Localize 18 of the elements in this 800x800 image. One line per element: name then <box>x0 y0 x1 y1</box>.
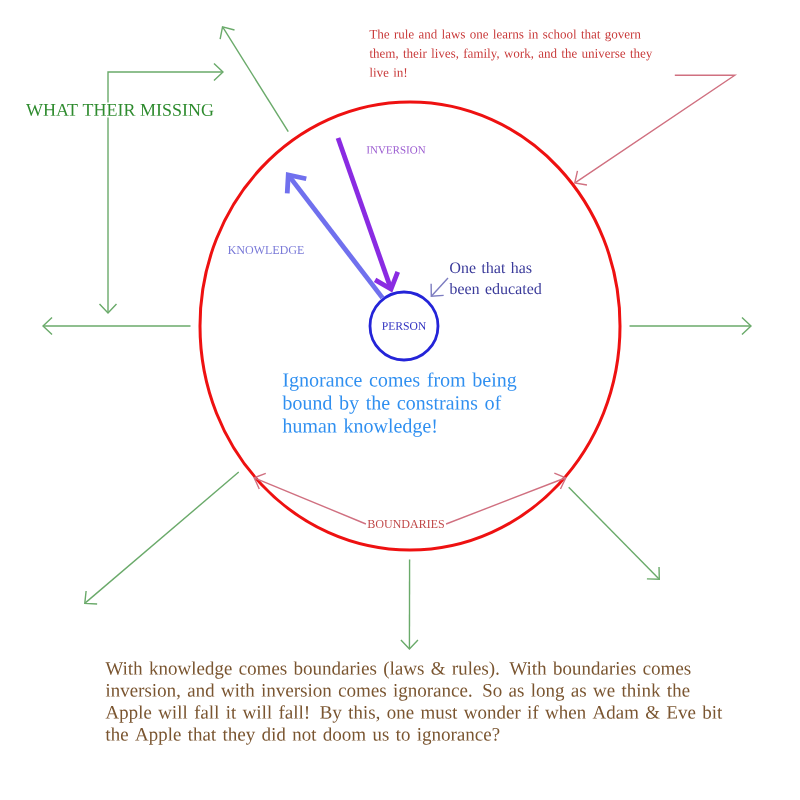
leader-arrow <box>573 74 738 186</box>
arrow <box>628 316 752 336</box>
leader-arrow <box>430 277 449 297</box>
arrow <box>98 116 118 314</box>
arrow <box>107 62 224 104</box>
arrow <box>400 558 419 650</box>
arrow <box>84 471 240 605</box>
leader-arrow <box>445 472 567 525</box>
callout-text: WHAT THEIR MISSING <box>26 103 214 117</box>
annotation-text: One that has been educated <box>449 261 542 295</box>
arrow <box>219 26 289 133</box>
leader-arrow <box>253 472 367 525</box>
paragraph: With knowledge comes boundaries (laws & rules). With boundaries comes inversion, and with inversion comes ignorance. So as long as we think the Apple will fall it will fall! By this, one must wonder if when Adam & Eve bit the Apple that they did not doom us to ignorance? <box>105 661 723 745</box>
arrow <box>335 137 400 293</box>
arrow <box>284 172 385 300</box>
arrow <box>42 316 192 336</box>
note-text: Ignorance comes from being bound by the constrains of human knowledge! <box>282 372 517 437</box>
arrow <box>568 486 660 580</box>
